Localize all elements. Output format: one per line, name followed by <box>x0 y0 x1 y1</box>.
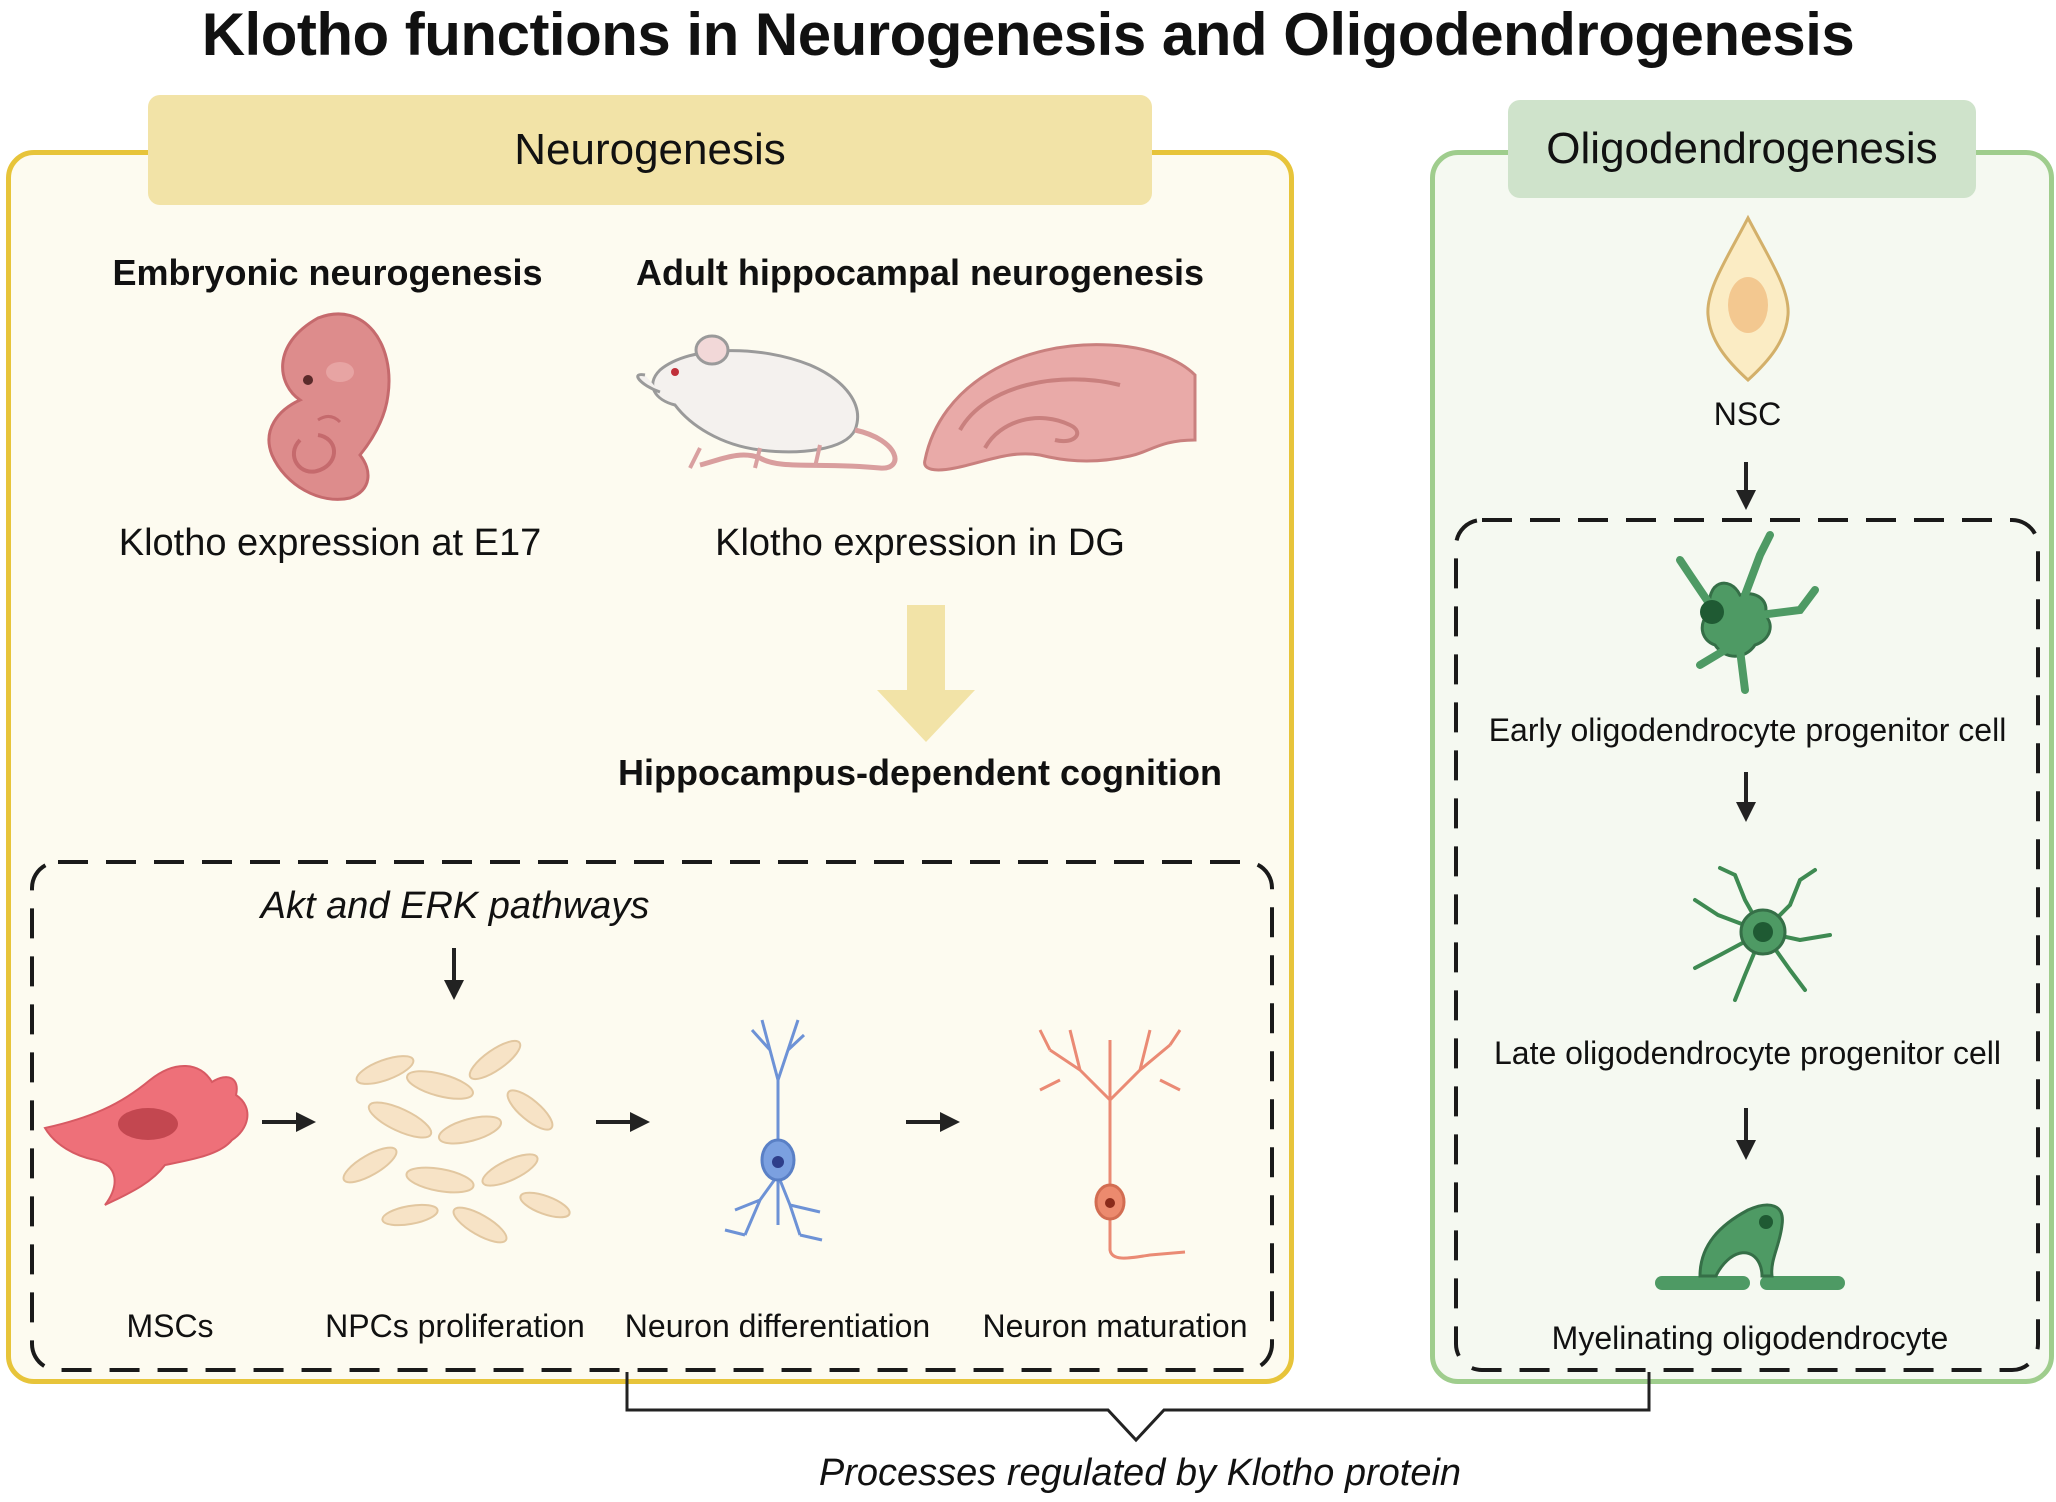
npc-cluster-icon <box>342 1039 571 1244</box>
adult-heading: Adult hippocampal neurogenesis <box>635 252 1205 293</box>
late-opc-icon <box>1693 866 1832 1002</box>
oligo-stage-early-opc-label: Early oligodendrocyte progenitor cell <box>1488 712 2007 748</box>
embryonic-heading: Embryonic neurogenesis <box>112 252 543 293</box>
embryo-icon <box>267 312 391 501</box>
oligo-process-box <box>1454 518 2040 1372</box>
stage-differentiation-label: Neuron differentiation <box>624 1308 931 1344</box>
neurogenesis-header: Neurogenesis <box>148 95 1152 205</box>
stage-npc-label: NPCs proliferation <box>325 1308 585 1344</box>
pathway-label: Akt and ERK pathways <box>260 885 650 927</box>
cognition-outcome: Hippocampus-dependent cognition <box>618 752 1222 793</box>
mature-neuron-icon <box>1038 1029 1186 1260</box>
footer-caption: Processes regulated by Klotho protein <box>818 1452 1462 1494</box>
hippocampus-icon <box>923 343 1197 472</box>
oligo-stage-nsc-label: NSC <box>1713 396 1782 432</box>
nsc-cell-icon <box>1706 214 1790 383</box>
figure-title: Klotho functions in Neurogenesis and Oli… <box>201 1 1855 68</box>
neuro-process-box <box>30 860 1274 1372</box>
msc-cell-icon <box>43 1065 249 1206</box>
large-down-arrow <box>877 605 975 742</box>
stage-msc-label: MSCs <box>126 1308 214 1344</box>
oligodendrogenesis-header: Oligodendrogenesis <box>1508 100 1976 198</box>
stage-maturation-label: Neuron maturation <box>982 1308 1248 1344</box>
oligo-stage-myelinating-label: Myelinating oligodendrocyte <box>1551 1320 1949 1356</box>
oligo-stage-late-opc-label: Late oligodendrocyte progenitor cell <box>1494 1035 2001 1071</box>
embryonic-caption: Klotho expression at E17 <box>118 522 542 564</box>
bracket <box>625 1372 1651 1443</box>
early-opc-icon <box>1676 531 1819 694</box>
adult-caption: Klotho expression in DG <box>715 522 1125 564</box>
myelinating-oligodendrocyte-icon <box>1655 1203 1845 1290</box>
immature-neuron-icon <box>724 1019 823 1242</box>
mouse-icon <box>636 334 898 471</box>
